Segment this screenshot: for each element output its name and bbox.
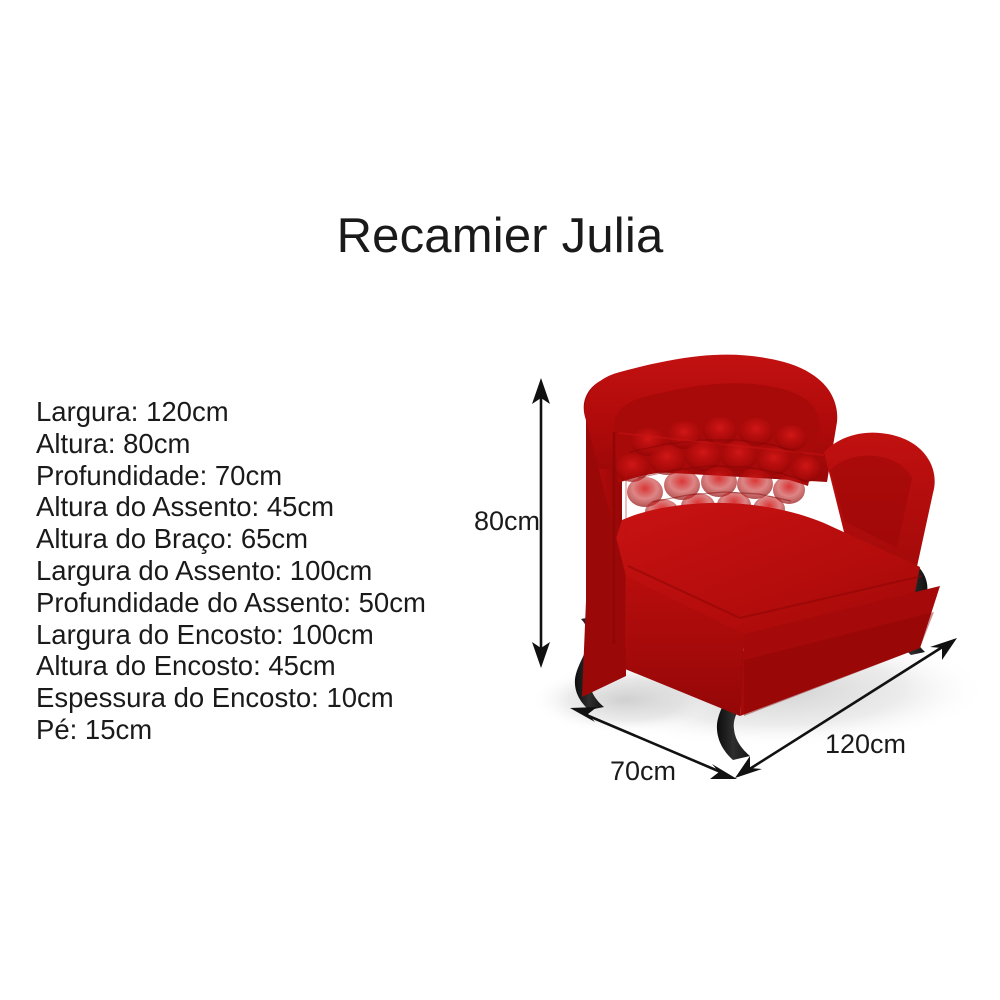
sofa-right-arm-inner [830,455,912,548]
dimension-arrows [532,378,957,779]
seat-seam [627,565,923,620]
spec-item-altura-assento: Altura do Assento: 45cm [36,491,335,523]
tufting-seams [629,439,809,503]
spec-item-pe: Pé: 15cm [36,713,153,745]
dimension-arrow-depth [570,707,737,779]
spec-item-largura: Largura: 120cm [36,396,229,427]
dimension-label-depth: 70cm [610,756,677,786]
spec-item-largura-assento: Largura do Assento: 100cm [36,554,373,586]
dimension-arrow-height [532,378,550,668]
spec-item-espessura-encosto: Espessura do Encosto: 10cm [36,682,394,714]
sofa-base-right-shade [744,612,934,716]
spec-item-altura: Altura: 80cm [36,427,191,459]
spec-item-profundidade-assento: Profundidade do Assento: 50cm [36,586,426,618]
spec-item-largura-encosto: Largura do Encosto: 100cm [36,618,374,650]
dimension-label-height: 80cm [474,506,541,536]
dimension-label-width: 120cm [825,729,907,759]
specification-list: Largura: 120cm Altura: 80cm Profundidade… [36,396,476,746]
spec-item-altura-encosto: Altura do Encosto: 45cm [36,650,336,682]
spec-item-altura-braco: Altura do Braço: 65cm [36,523,309,555]
sofa-base-right-face [740,586,940,716]
page-title: Recamier Julia [336,209,664,263]
spec-item-profundidade: Profundidade: 70cm [36,459,283,491]
sofa-body [582,354,940,716]
dimension-arrow-width [735,638,957,778]
arm-top-highlight [618,432,825,456]
